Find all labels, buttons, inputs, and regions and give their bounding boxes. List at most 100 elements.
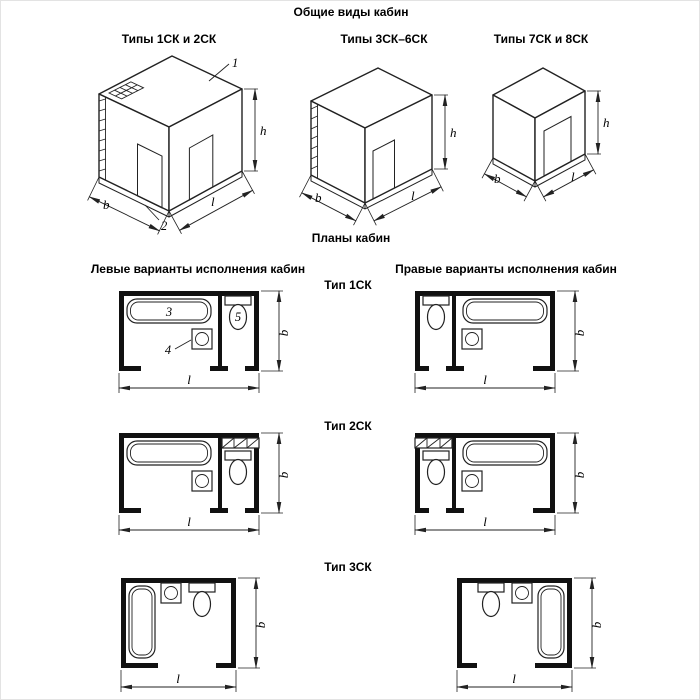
bathtub (462, 440, 548, 466)
plan-3sk-left-variant: l b (120, 577, 268, 692)
dim-l-label: l (483, 372, 487, 387)
dim-b-label: b (572, 471, 587, 478)
door-opening (543, 115, 572, 177)
dimension-l: l (414, 514, 556, 535)
bathtub: 3 (126, 298, 212, 324)
dimension-b: b (261, 432, 291, 514)
column-header-right-variants: Правые варианты исполнения кабин (395, 262, 617, 276)
walls (415, 433, 555, 513)
dimension-b: b (557, 432, 587, 514)
door-opening-right (188, 134, 214, 201)
dimension-l: l (168, 170, 255, 234)
dim-b-label: b (589, 621, 604, 628)
column-header-left-variants: Левые варианты исполнения кабин (90, 262, 306, 276)
wall-hatch-strip (98, 97, 106, 180)
dimension-l: l (414, 372, 556, 393)
dim-l-label: l (483, 514, 487, 529)
washbasin (461, 470, 483, 492)
iso-title-1sk-2sk: Типы 1СК и 2СК (121, 32, 217, 46)
dim-l-label: l (512, 671, 516, 686)
wall-hatch-strip (310, 104, 318, 179)
washbasin-callout-label: 4 (165, 343, 171, 357)
toilet (422, 295, 450, 331)
washbasin-callout: 4 (165, 339, 192, 357)
dim-b-label: b (315, 190, 322, 205)
dimension-h: h (434, 94, 457, 170)
dimension-h: h (587, 90, 610, 155)
dim-b-label: b (494, 171, 501, 186)
iso-view-types-3sk-6sk: h b l (299, 67, 457, 226)
toilet (224, 450, 252, 486)
toilet (422, 450, 450, 486)
dimension-b: b (574, 577, 604, 669)
dimension-l: l (118, 372, 260, 393)
plan-1sk-right-variant: l b (414, 290, 587, 393)
dimension-l: l (118, 514, 260, 535)
bathtub (462, 298, 548, 324)
plan-2sk-left-variant: l b (118, 432, 291, 535)
dim-b-label: b (572, 329, 587, 336)
iso-view-types-7sk-8sk: h b l (481, 67, 610, 202)
ventilation-grille (107, 81, 145, 100)
toilet (188, 582, 216, 618)
dimension-l: l (534, 153, 597, 202)
iso-title-7sk-8sk: Типы 7СК и 8СК (493, 32, 589, 46)
toilet: 5 (224, 295, 252, 331)
ventilation-duct (414, 437, 453, 449)
walls (119, 433, 259, 513)
dim-l-label: l (571, 169, 575, 184)
dim-l-label: l (176, 671, 180, 686)
toilet (477, 582, 505, 618)
plans-title: Планы кабин (311, 231, 391, 245)
washbasin (511, 582, 533, 604)
washbasin (160, 582, 182, 604)
dim-l-label: l (211, 194, 215, 209)
walls (415, 291, 555, 371)
dimension-b: b (557, 290, 587, 372)
dimension-b: b (87, 176, 170, 235)
type-label-2sk: Тип 2СК (324, 419, 372, 433)
type-label-3sk: Тип 3СК (324, 560, 372, 574)
bathtub (128, 585, 156, 659)
washbasin (191, 328, 213, 350)
callout-roof-label: 1 (232, 56, 238, 70)
callout-base-label: 2 (161, 219, 167, 233)
bathtub-callout-label: 3 (165, 305, 172, 319)
dim-b-label: b (276, 471, 291, 478)
dimension-b: b (238, 577, 268, 669)
callout-roof: 1 (208, 56, 238, 82)
dim-l-label: l (411, 188, 415, 203)
dimension-l: l (364, 168, 444, 226)
ventilation-duct (221, 437, 260, 449)
dimension-h: h (244, 88, 267, 172)
toilet-callout-label: 5 (235, 310, 241, 324)
dimension-b: b (481, 157, 536, 202)
dim-h-label: h (603, 115, 610, 130)
door-opening-left (137, 143, 163, 209)
bathtub (537, 585, 565, 659)
dim-h-label: h (260, 123, 267, 138)
washbasin (191, 470, 213, 492)
dim-b-label: b (103, 197, 110, 212)
dimension-b: b (261, 290, 291, 372)
type-label-1sk: Тип 1СК (324, 278, 372, 292)
dim-l-label: l (187, 372, 191, 387)
dim-l-label: l (187, 514, 191, 529)
dim-h-label: h (450, 125, 457, 140)
walls (119, 291, 259, 371)
cabin-box (98, 55, 243, 218)
washbasin (461, 328, 483, 350)
dimension-b: b (299, 174, 366, 226)
plan-3sk-right-variant: l b (456, 577, 604, 692)
dim-b-label: b (253, 621, 268, 628)
walls (457, 578, 572, 668)
walls (121, 578, 236, 668)
bathtub (126, 440, 212, 466)
plan-2sk-right-variant: l b (414, 432, 587, 535)
dimension-l: l (120, 670, 237, 692)
plan-1sk-left-variant: 3 4 5 l b (118, 290, 291, 393)
iso-view-types-1sk-2sk: 1 2 h b l (87, 55, 267, 235)
dimension-l: l (456, 670, 573, 692)
iso-title-3sk-6sk: Типы 3СК–6СК (340, 32, 428, 46)
